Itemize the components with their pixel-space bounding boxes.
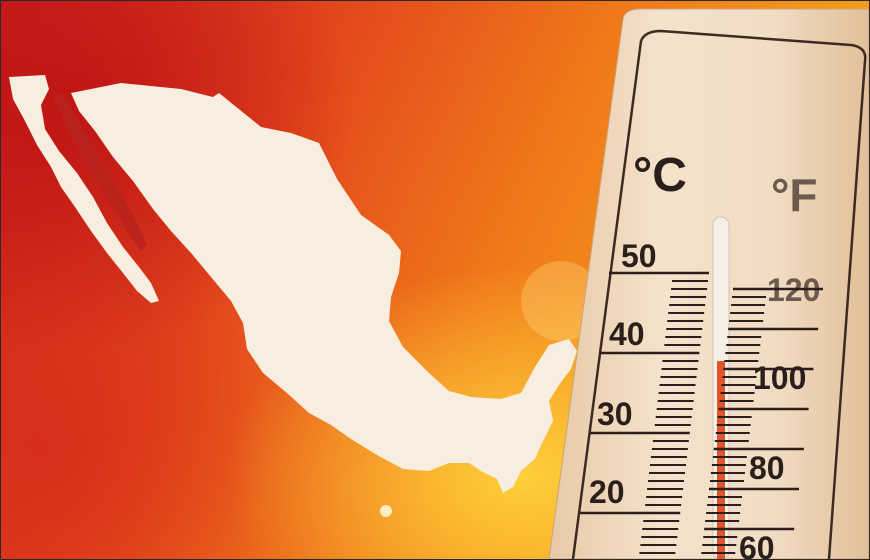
thermometer: °C °F 50 40 30 20 120 100 80 60 — [548, 8, 869, 559]
celsius-tick-marks — [580, 271, 709, 554]
celsius-label-50: 50 — [621, 238, 657, 274]
mexico-mainland — [71, 83, 577, 493]
celsius-unit: °C — [633, 149, 687, 202]
fahrenheit-label-100: 100 — [753, 360, 806, 396]
thermometer-board — [548, 8, 869, 559]
thermometer-inner-border — [571, 29, 867, 559]
glow-spot — [521, 261, 601, 341]
mexico-map — [9, 75, 577, 493]
fahrenheit-label-80: 80 — [749, 450, 785, 486]
sun-flare — [380, 505, 392, 517]
celsius-label-30: 30 — [597, 396, 633, 432]
gulf-of-california — [53, 93, 147, 251]
fahrenheit-tick-marks — [701, 287, 823, 554]
fahrenheit-unit: °F — [771, 169, 818, 221]
celsius-label-20: 20 — [589, 474, 625, 510]
baja-california — [9, 75, 159, 303]
fahrenheit-label-60: 60 — [739, 530, 775, 559]
celsius-label-40: 40 — [609, 316, 645, 352]
mercury-column — [717, 361, 725, 559]
